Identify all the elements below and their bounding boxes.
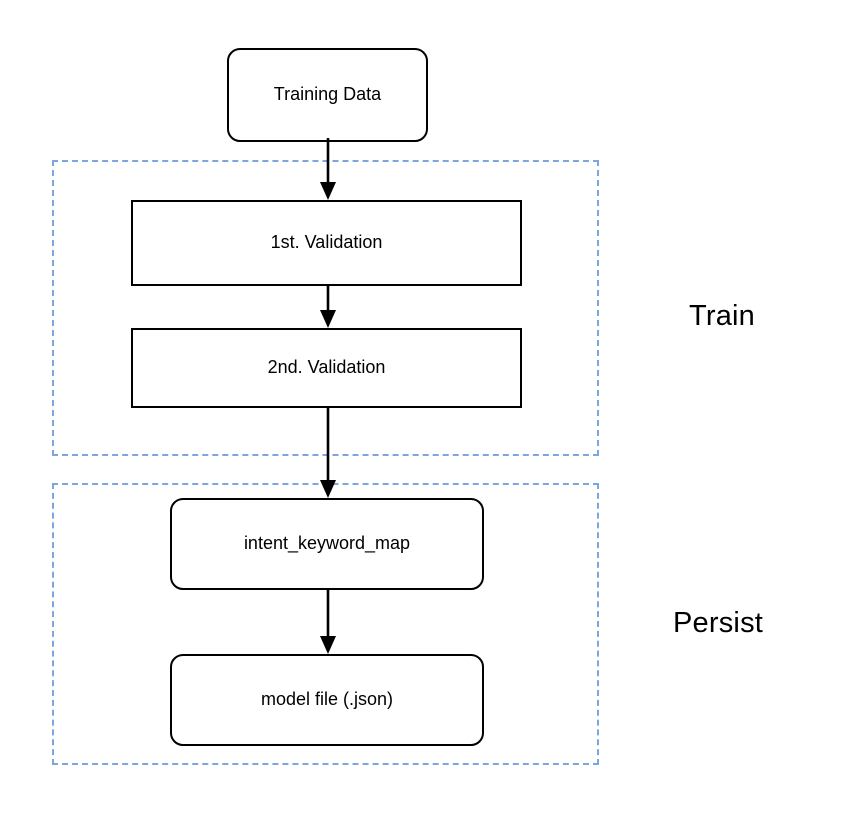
node-intent-keyword-map-label: intent_keyword_map xyxy=(243,533,411,554)
node-second-validation[interactable]: 2nd. Validation xyxy=(131,328,522,408)
node-intent-keyword-map[interactable]: intent_keyword_map xyxy=(170,498,484,590)
group-label-persist: Persist xyxy=(673,607,764,639)
node-training-data-label: Training Data xyxy=(273,84,382,105)
node-model-file-label: model file (.json) xyxy=(260,689,394,710)
node-second-validation-label: 2nd. Validation xyxy=(267,357,386,378)
node-first-validation[interactable]: 1st. Validation xyxy=(131,200,522,286)
node-model-file[interactable]: model file (.json) xyxy=(170,654,484,746)
group-container-train[interactable] xyxy=(52,160,599,456)
node-training-data[interactable]: Training Data xyxy=(227,48,428,142)
node-first-validation-label: 1st. Validation xyxy=(270,232,383,253)
group-label-train: Train xyxy=(689,300,755,332)
